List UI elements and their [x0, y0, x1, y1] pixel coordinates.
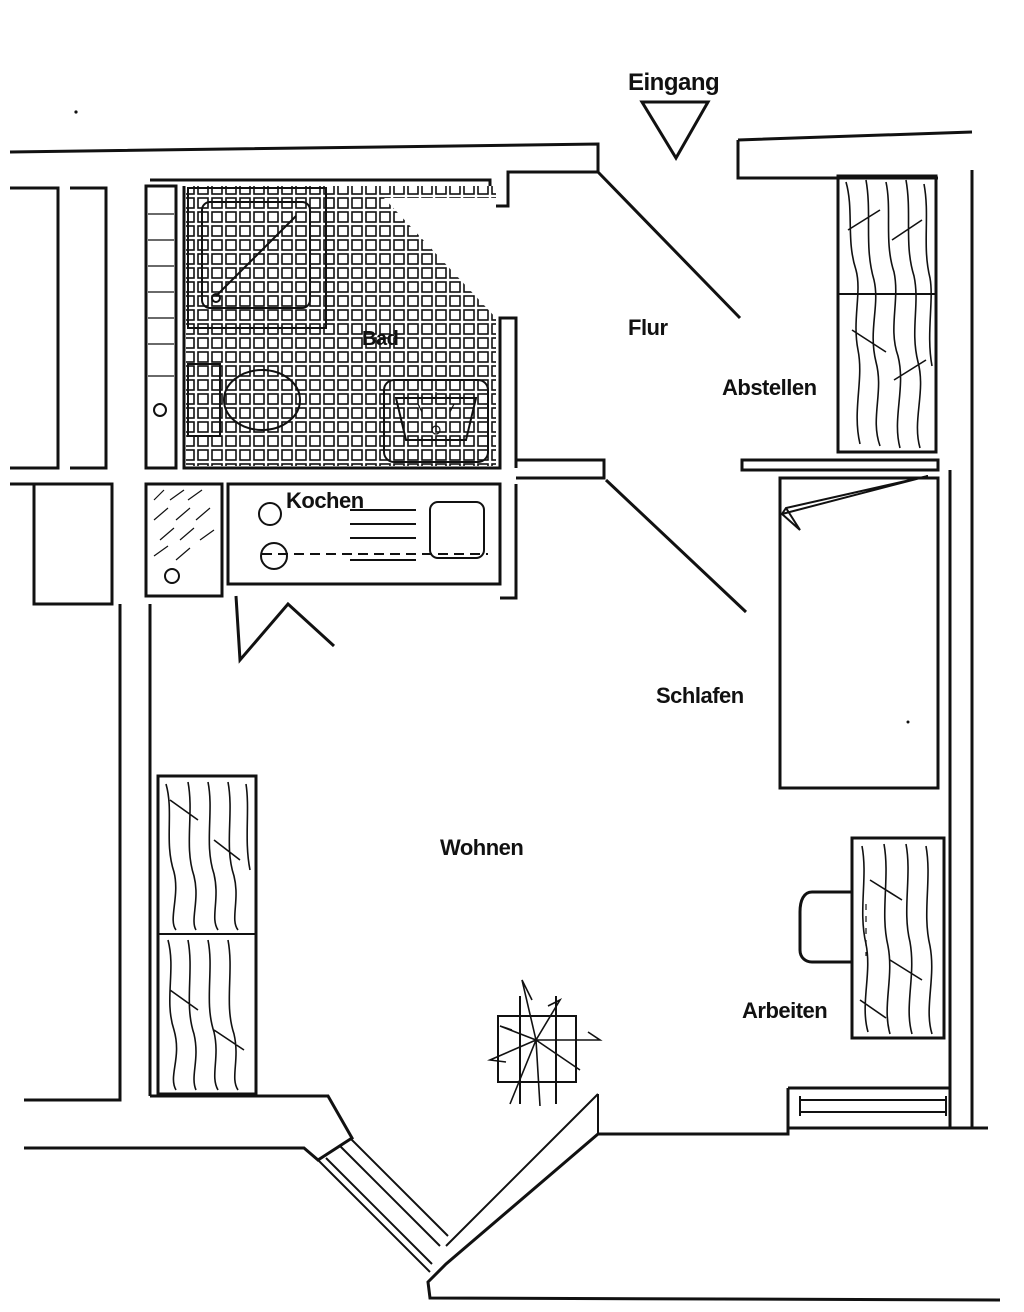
bed-blanket-fold — [779, 475, 929, 531]
bed: Schlafen — [656, 475, 940, 790]
bath-swing-clear — [384, 198, 496, 318]
entrance-marker: Eingang — [628, 69, 720, 161]
sink — [383, 379, 489, 463]
bed-frame — [778, 476, 940, 790]
left-cabinet — [148, 213, 174, 417]
sink-basin-icon — [394, 397, 478, 441]
top-wall-right — [736, 130, 973, 180]
desk-top — [850, 836, 946, 1040]
storage-grain — [845, 179, 933, 449]
sink-lines — [417, 392, 455, 413]
plant-leaves — [487, 979, 603, 1107]
desk-chair-icon — [798, 890, 852, 964]
storage: Abstellen — [722, 174, 938, 454]
room-label-sleeping: Schlafen — [656, 683, 744, 708]
sink-drain-icon — [431, 425, 441, 435]
shower-diagonal — [215, 215, 297, 297]
kitchen-wall — [144, 482, 518, 600]
shower-tray — [187, 187, 327, 329]
stray-dot — [74, 110, 78, 114]
toilet-tank — [187, 363, 221, 437]
entrance-label: Eingang — [628, 69, 719, 96]
cabinet-dashes — [148, 213, 174, 377]
bathroom: Bad — [186, 186, 496, 466]
room-label-living: Wohnen — [440, 835, 523, 860]
cabinet-knob-icon — [153, 403, 167, 417]
kitchen-door-swing — [234, 595, 336, 664]
bay-window-sill — [445, 1093, 599, 1247]
bedroom-wall — [740, 458, 940, 472]
bottom-wall-right — [426, 1088, 1001, 1302]
hall: Flur — [628, 315, 669, 340]
room-label-kitchen: Kochen — [286, 488, 364, 513]
entrance-door-swing — [596, 170, 742, 320]
room-label-bath: Bad — [362, 328, 398, 350]
fridge-knob-icon — [164, 568, 180, 584]
room-label-storage: Abstellen — [722, 375, 817, 400]
burner-top-icon — [258, 502, 282, 526]
room-label-hall: Flur — [628, 315, 668, 340]
bottom-wall-left — [24, 1094, 355, 1162]
left-wall-lower — [24, 604, 152, 1102]
fridge-pattern — [153, 489, 215, 561]
hall-door-swing — [604, 478, 748, 614]
top-wall — [9, 142, 600, 208]
kitchen-sink — [429, 501, 485, 559]
shower-drain-icon — [211, 293, 221, 303]
shelf-grain — [165, 781, 251, 1091]
bay-window — [317, 1137, 449, 1273]
right-wall — [948, 170, 974, 1128]
storage-cabinet — [836, 174, 938, 454]
bath-wall — [144, 184, 518, 470]
counter-lines — [350, 509, 416, 561]
kitchen: Kochen — [153, 488, 488, 584]
entrance-arrow-icon — [639, 100, 711, 161]
desk: Arbeiten — [742, 836, 946, 1040]
bottom-wall-right2 — [788, 1086, 988, 1130]
plant-icon — [487, 979, 603, 1107]
partition-wall — [516, 458, 606, 480]
bed-dot — [906, 720, 910, 724]
desk-grain — [859, 843, 933, 1035]
left-wall — [10, 186, 114, 606]
burner-bottom-icon — [260, 542, 288, 570]
toilet-bowl-icon — [223, 369, 301, 431]
living-shelf — [156, 774, 258, 1096]
right-window — [799, 1096, 947, 1116]
shower-inner — [201, 201, 311, 309]
room-label-working: Arbeiten — [742, 998, 827, 1023]
walls — [9, 130, 1001, 1302]
